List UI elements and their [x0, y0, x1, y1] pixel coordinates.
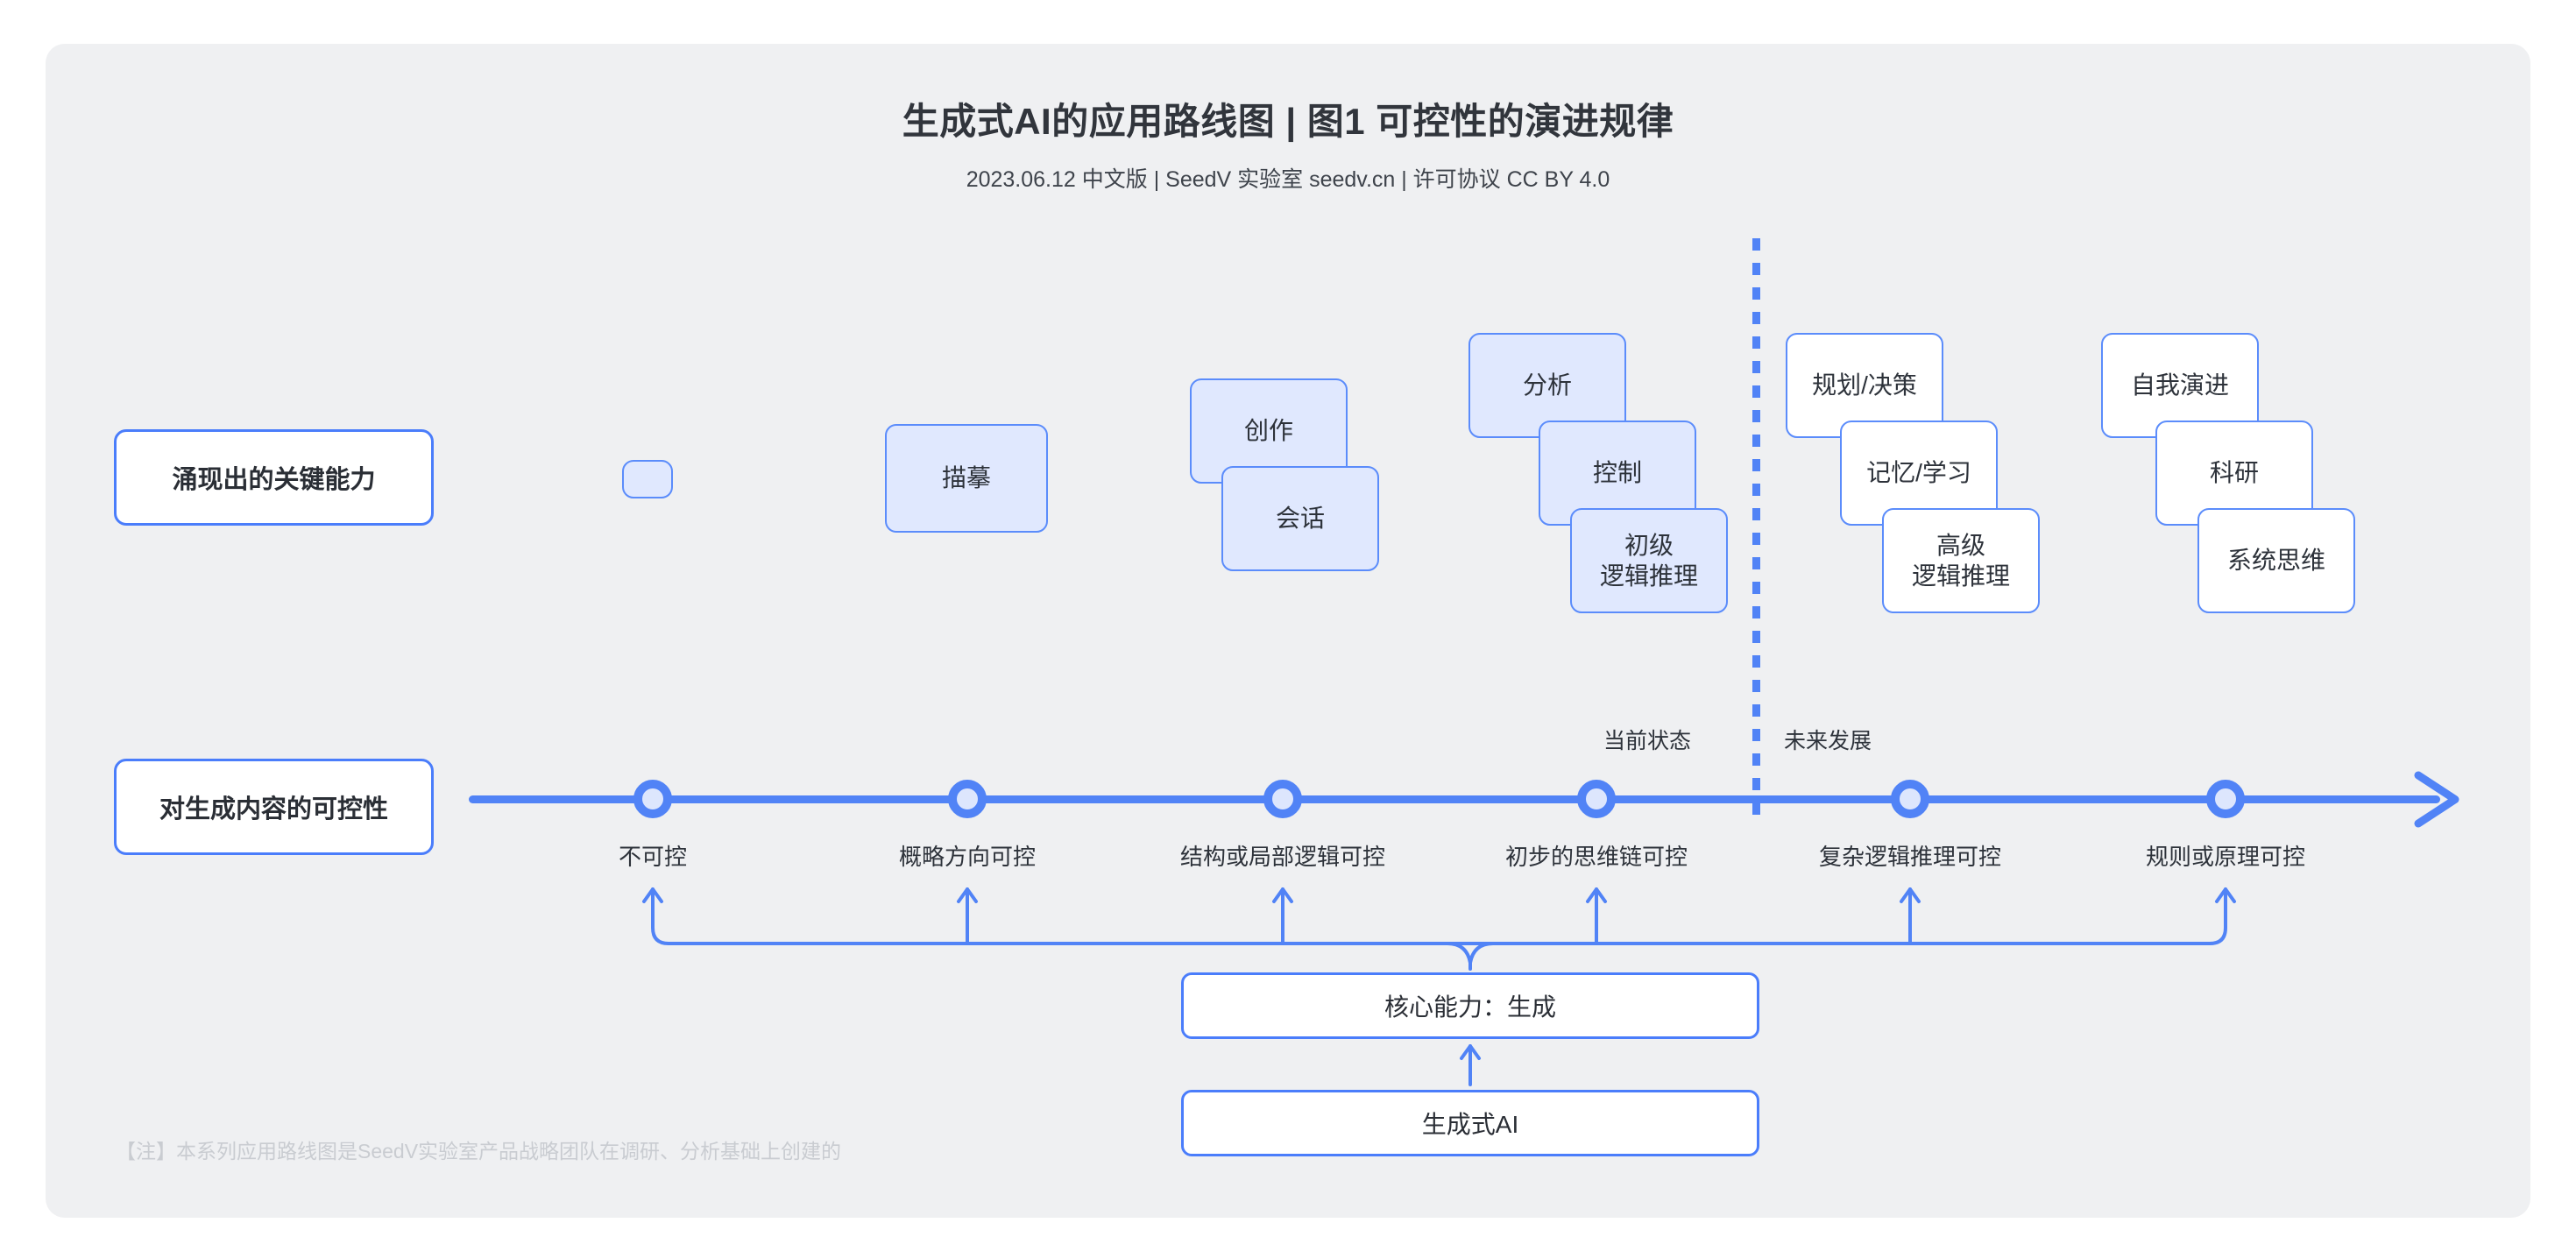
row-label-controllability: 对生成内容的可控性 — [114, 759, 434, 855]
diagram-panel — [46, 44, 2530, 1218]
phase-note-future: 未来发展 — [1784, 729, 1872, 753]
capability-card: 描摹 — [885, 424, 1048, 533]
capability-card: 初级逻辑推理 — [1570, 508, 1728, 613]
current-future-divider — [1752, 238, 1760, 825]
timeline-tick-label: 初步的思维链可控 — [1504, 844, 1688, 870]
timeline-tick-label: 不可控 — [618, 844, 687, 870]
timeline-tick-label: 规则或原理可控 — [2145, 844, 2305, 870]
capability-card: 系统思维 — [2197, 508, 2355, 613]
footnote: 【注】本系列应用路线图是SeedV实验室产品战略团队在调研、分析基础上创建的 — [116, 1140, 842, 1163]
timeline-dot[interactable] — [2206, 780, 2245, 818]
timeline-tick-label: 复杂逻辑推理可控 — [1818, 844, 2001, 870]
phase-note-current: 当前状态 — [1603, 729, 1692, 753]
timeline-dot[interactable] — [1891, 780, 1929, 818]
timeline-dot[interactable] — [1577, 780, 1616, 818]
page-title: 生成式AI的应用路线图 | 图1 可控性的演进规律 — [902, 101, 1674, 142]
timeline-dot[interactable] — [948, 780, 987, 818]
timeline-dot[interactable] — [1263, 780, 1302, 818]
capability-card: 会话 — [1221, 466, 1379, 571]
row-label-capabilities: 涌现出的关键能力 — [114, 429, 434, 526]
timeline-axis — [469, 795, 2440, 803]
core-capability-box: 核心能力：生成 — [1181, 972, 1759, 1039]
timeline-tick-label: 结构或局部逻辑可控 — [1179, 844, 1385, 870]
generative-ai-box: 生成式AI — [1181, 1090, 1759, 1156]
timeline-tick-label: 概略方向可控 — [898, 844, 1036, 870]
page-subtitle: 2023.06.12 中文版 | SeedV 实验室 seedv.cn | 许可… — [966, 167, 1610, 192]
timeline-dot[interactable] — [633, 780, 672, 818]
capability-card: 高级逻辑推理 — [1882, 508, 2040, 613]
capability-card — [622, 460, 673, 498]
